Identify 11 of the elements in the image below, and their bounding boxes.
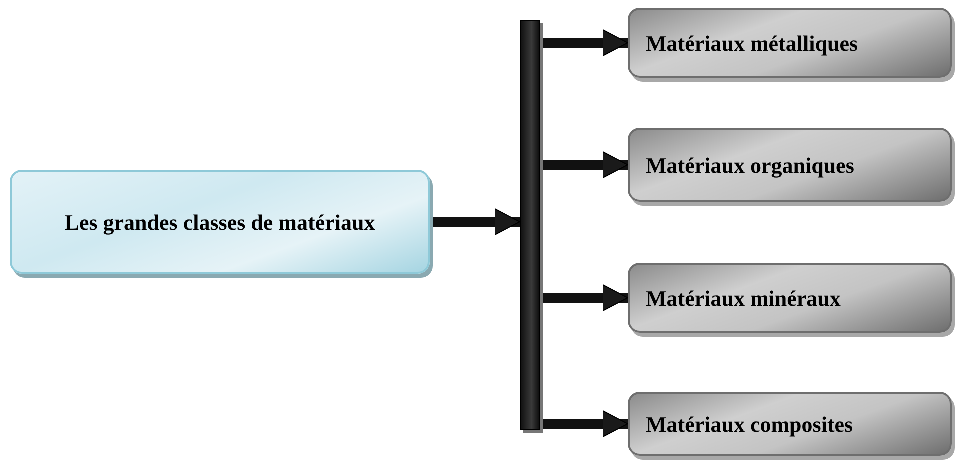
vertical-bar xyxy=(520,20,540,430)
arrow xyxy=(540,152,628,178)
arrow xyxy=(540,410,628,438)
arrow xyxy=(540,284,628,312)
arrow xyxy=(540,30,628,56)
category-label: Matériaux minéraux xyxy=(646,284,841,312)
category-label: Matériaux composites xyxy=(646,410,854,439)
arrow xyxy=(430,208,520,236)
root-label: Les grandes classes de matériaux xyxy=(64,208,376,237)
category-label: Matériaux organiques xyxy=(646,152,854,180)
category-label: Matériaux métalliques xyxy=(646,30,858,58)
